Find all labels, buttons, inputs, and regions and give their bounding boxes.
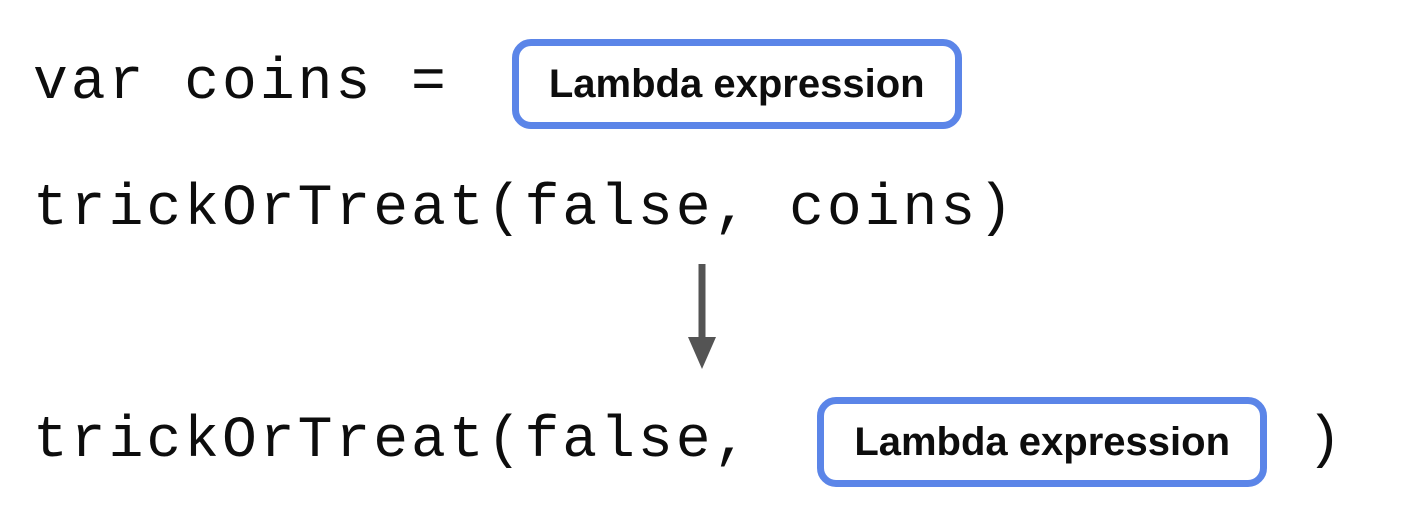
down-arrow-icon	[680, 261, 724, 371]
code-trickortreat-inline-prefix: trickOrTreat(false,	[33, 408, 752, 474]
assignment-line: var coins = Lambda expression	[33, 38, 962, 130]
call-before-line: trickOrTreat(false, coins)	[33, 177, 1016, 243]
lambda-expression-box-bottom: Lambda expression	[817, 396, 1267, 487]
code-closing-paren: )	[1307, 408, 1345, 474]
call-after-line: trickOrTreat(false, Lambda expression )	[33, 391, 1345, 492]
code-var-coins-assignment: var coins =	[33, 51, 449, 117]
code-trickortreat-coins-call: trickOrTreat(false, coins)	[33, 177, 1016, 242]
lambda-expression-box-top: Lambda expression	[511, 39, 962, 129]
